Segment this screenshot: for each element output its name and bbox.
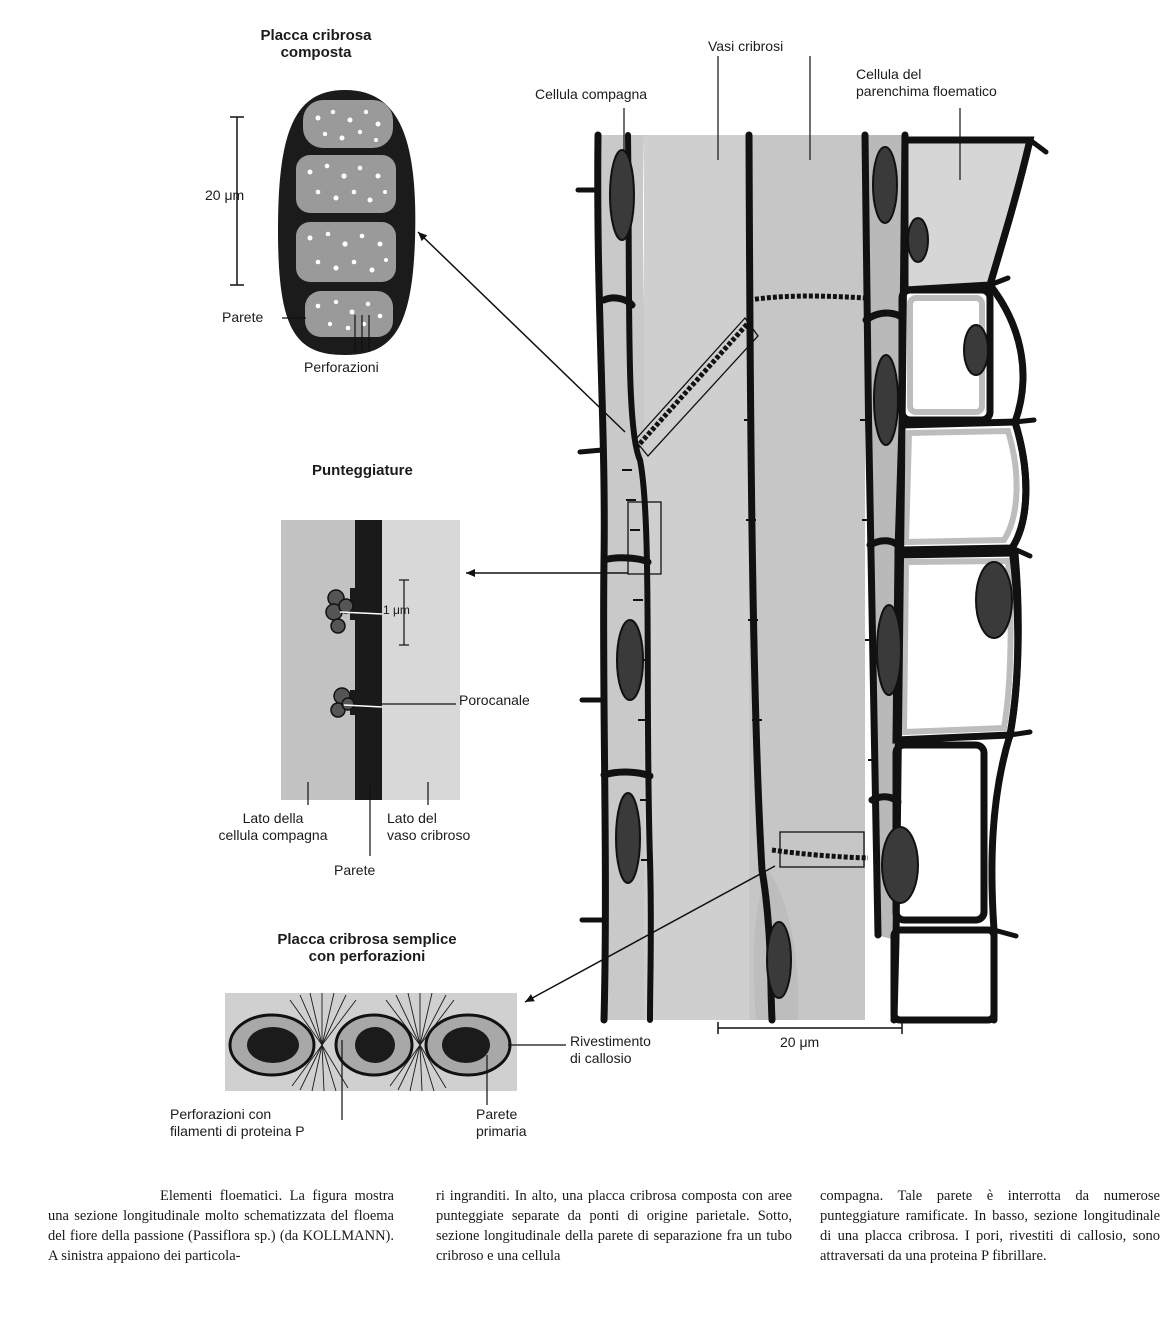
sieve-tube-left <box>644 135 749 1020</box>
plasmodesma-label: Porocanale <box>459 692 530 709</box>
pit-detail <box>281 520 628 856</box>
callose-lining-label: Rivestimento di callosio <box>570 1033 651 1067</box>
companion-cell-label: Cellula compagna <box>535 86 647 103</box>
compound-plate-title: Placca cribrosa composta <box>252 27 380 61</box>
p-protein-perforations-label: Perforazioni con filamenti di proteina P <box>170 1106 305 1140</box>
primary-wall-label: Parete primaria <box>476 1106 527 1140</box>
caption-column-1: Elementi floematici. La figura mostra un… <box>48 1186 394 1266</box>
simple-plate-title: Placca cribrosa semplice con perforazion… <box>243 931 491 965</box>
scale-label-20um-main: 20 μm <box>780 1034 819 1051</box>
wall-label: Parete <box>222 309 263 326</box>
wall-bottom-label: Parete <box>334 862 375 879</box>
longitudinal-section <box>578 135 1046 1020</box>
perforations-label: Perforazioni <box>304 359 379 376</box>
sieve-side-label: Lato del vaso cribroso <box>387 810 470 844</box>
pit-scale-label: 1 μm <box>383 602 410 619</box>
compound-sieve-plate <box>230 90 625 432</box>
scale-label-20um-top: 20 μm <box>205 187 244 204</box>
caption-column-3: compagna. Tale parete è interrotta da nu… <box>820 1186 1160 1266</box>
companion-side-label: Lato della cellula compagna <box>193 810 353 844</box>
caption-column-2: ri ingranditi. In alto, una placca cribr… <box>436 1186 792 1266</box>
pits-title: Punteggiature <box>312 462 413 479</box>
sieve-tubes-label: Vasi cribrosi <box>708 38 783 55</box>
phloem-parenchyma-label: Cellula del parenchima floematico <box>856 66 997 100</box>
